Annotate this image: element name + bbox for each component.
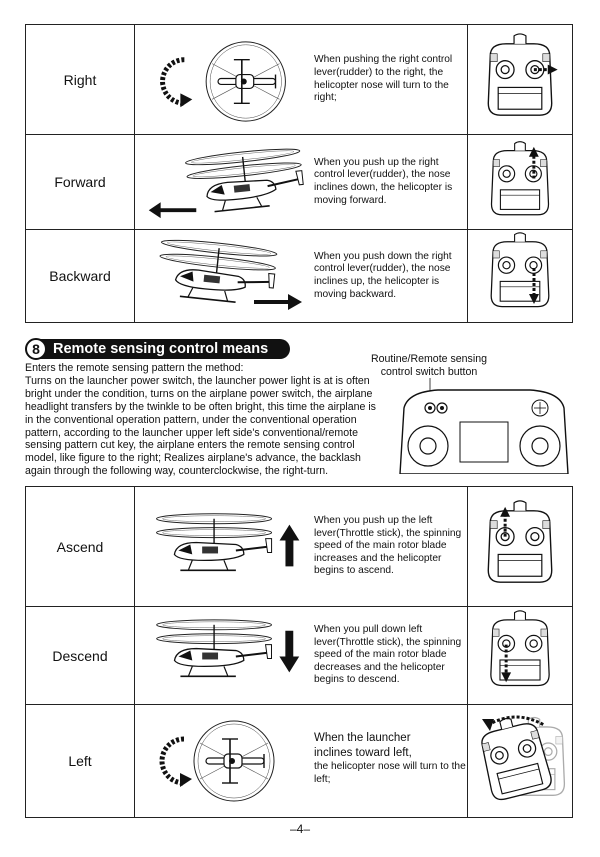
switch-button-callout: Routine/Remote sensing control switch bu… xyxy=(363,353,495,379)
table-row: Forward When you push up the right contr… xyxy=(26,135,572,230)
table-row: Descend When you pull down left lever(Th… xyxy=(26,607,572,705)
row-label: Ascend xyxy=(26,487,135,606)
remote-right-stick-up-figure xyxy=(467,135,572,229)
row-description: When the launcher inclines toward left, … xyxy=(310,705,470,817)
row-label: Forward xyxy=(26,135,135,229)
description-line: When the launcher xyxy=(314,732,411,744)
callout-line: control switch button xyxy=(380,365,478,378)
control-table-bottom: Ascend When you push up the left lever(T… xyxy=(25,486,573,818)
table-row: Ascend When you push up the left lever(T… xyxy=(26,487,572,607)
helicopter-ascend-figure xyxy=(134,487,310,606)
page-number: –4– xyxy=(289,822,311,836)
helicopter-backward-figure xyxy=(134,230,310,322)
helicopter-top-view-figure xyxy=(134,25,310,134)
helicopter-left-turn-figure xyxy=(134,705,310,817)
row-label: Descend xyxy=(26,607,135,704)
row-label: Left xyxy=(26,705,135,817)
section-title: Remote sensing control means xyxy=(35,339,290,359)
callout-line: Routine/Remote sensing xyxy=(370,353,487,365)
intro-first-line: Enters the remote sensing pattern the me… xyxy=(25,362,244,374)
remote-controller-figure xyxy=(398,378,570,475)
row-label: Right xyxy=(26,25,135,134)
remote-right-stick-down-figure xyxy=(467,230,572,322)
remote-left-stick-up-figure xyxy=(467,487,572,606)
description-line: inclines toward left, xyxy=(314,747,412,759)
control-table-top: Right When pushing the right control lev… xyxy=(25,24,573,323)
table-row: Right When pushing the right control lev… xyxy=(26,25,572,135)
table-row: Left When the launcher inclines toward l… xyxy=(26,705,572,817)
intro-body: Turns on the launcher power switch, the … xyxy=(25,374,376,478)
section-intro: Enters the remote sensing pattern the me… xyxy=(25,362,385,478)
remote-right-stick-right-figure xyxy=(467,25,572,134)
helicopter-descend-figure xyxy=(134,607,310,704)
row-description: When pushing the right control lever(rud… xyxy=(314,54,453,104)
row-description: When you push up the right control lever… xyxy=(314,156,453,206)
remote-left-stick-down-figure xyxy=(467,607,572,704)
row-description: When you pull down left lever(Throttle s… xyxy=(314,624,462,686)
description-line: the helicopter nose will turn to the lef… xyxy=(314,761,466,785)
remote-tilt-left-figure xyxy=(467,705,572,817)
table-row: Backward When you push down the right co… xyxy=(26,230,572,322)
row-description: When you push up the left lever(Throttle… xyxy=(314,515,462,577)
row-description: When you push down the right control lev… xyxy=(314,250,452,300)
section-number: 8 xyxy=(25,338,47,360)
helicopter-forward-figure xyxy=(134,135,310,229)
row-label: Backward xyxy=(26,230,135,322)
